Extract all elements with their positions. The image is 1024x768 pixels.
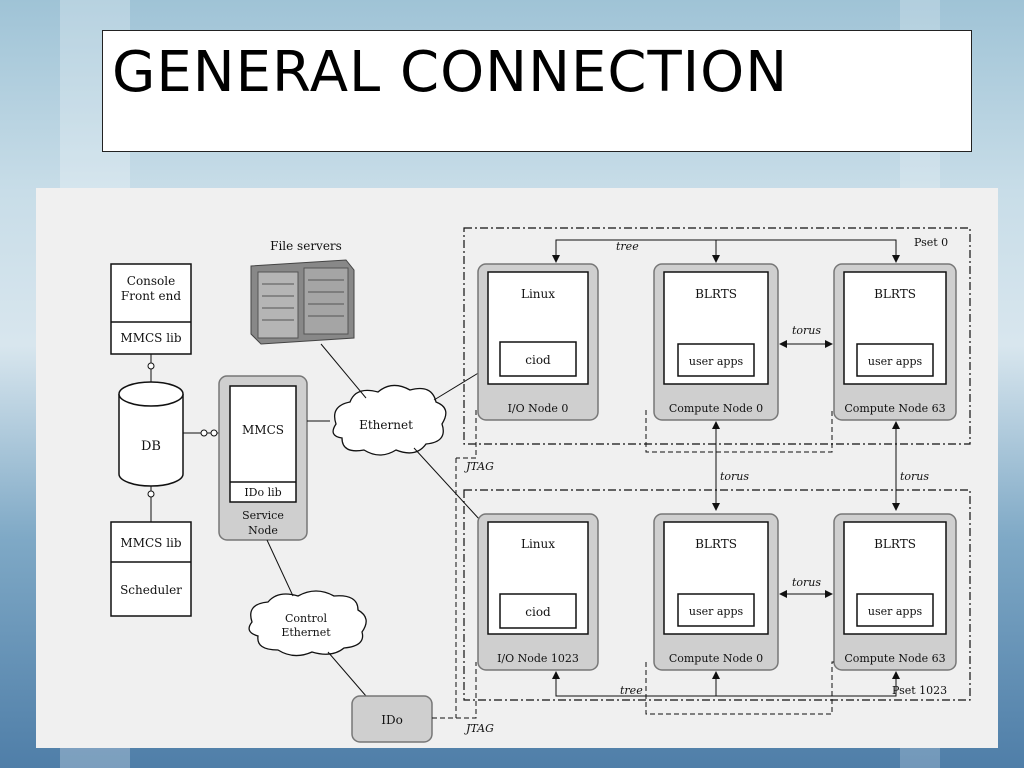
ethernet-io1023-link — [413, 447, 481, 521]
io-node-0-os: Linux — [521, 287, 555, 301]
jtag-dashed-top-left — [456, 410, 477, 459]
compute-node-0-top-os: BLRTS — [695, 287, 737, 301]
compute-node-63-bottom: BLRTS user apps Compute Node 63 — [833, 513, 957, 671]
io-node-0: Linux ciod I/O Node 0 — [477, 263, 599, 421]
control-ethernet-label-line2: Ethernet — [281, 626, 331, 639]
tree-bottom-label: tree — [620, 684, 643, 697]
compute-node-63-bottom-caption: Compute Node 63 — [844, 652, 945, 665]
control-ethernet-label-line1: Control — [285, 612, 327, 625]
jtag-top-label: JTAG — [464, 460, 494, 473]
compute-node-0-bottom-os: BLRTS — [695, 537, 737, 551]
ethernet-label: Ethernet — [359, 418, 413, 432]
io-node-0-inner: ciod — [525, 353, 551, 367]
io-node-1023-os: Linux — [521, 537, 555, 551]
tree-arrow-bottom-left — [552, 671, 716, 697]
ido-label: IDo — [381, 713, 403, 727]
compute-node-0-bottom: BLRTS user apps Compute Node 0 — [653, 513, 779, 671]
tree-arrow-top-right — [716, 239, 900, 263]
mmcs-lib-bottom-label: MMCS lib — [120, 536, 181, 550]
service-control-link — [266, 539, 294, 597]
tree-arrow-bottom-right — [716, 671, 900, 697]
jtag-dashed-bottom — [645, 661, 834, 715]
torus-vertical-right-label: torus — [900, 470, 929, 483]
compute-node-63-top: BLRTS user apps Compute Node 63 — [833, 263, 957, 421]
mmcs-lib-top-label: MMCS lib — [120, 331, 181, 345]
compute-node-0-bottom-inner: user apps — [689, 605, 744, 618]
compute-node-0-top-inner: user apps — [689, 355, 744, 368]
slide-title: GENERAL CONNECTION — [112, 40, 789, 105]
control-ethernet-cloud: Control Ethernet — [248, 590, 367, 657]
io-node-1023: Linux ciod I/O Node 1023 — [477, 513, 599, 671]
pset0-label: Pset 0 — [914, 236, 948, 249]
tree-arrow-top-left — [552, 239, 716, 263]
torus-top-label: torus — [792, 324, 821, 337]
ido-lib-label: IDo lib — [244, 486, 281, 499]
compute-node-0-bottom-caption: Compute Node 0 — [669, 652, 763, 665]
compute-node-63-bottom-os: BLRTS — [874, 537, 916, 551]
pset1023-frame — [463, 489, 971, 701]
control-ido-link — [327, 651, 367, 697]
scheduler-label: Scheduler — [120, 583, 182, 597]
mmcs-label: MMCS — [242, 423, 284, 437]
torus-bottom-label: torus — [792, 576, 821, 589]
connector-dot — [210, 429, 218, 437]
pset1023-label: Pset 1023 — [892, 684, 947, 697]
torus-vertical-left-label: torus — [720, 470, 749, 483]
fileservers-ethernet-link — [320, 343, 367, 399]
ido-box: IDo — [351, 695, 433, 743]
compute-node-63-bottom-inner: user apps — [868, 605, 923, 618]
connector-dot — [200, 429, 208, 437]
jtag-dashed-top — [645, 409, 834, 453]
file-servers-icon — [250, 259, 355, 345]
title-box — [102, 30, 972, 152]
ethernet-cloud: Ethernet — [332, 384, 447, 456]
connector-dot — [147, 362, 155, 370]
io-node-0-caption: I/O Node 0 — [508, 402, 569, 415]
ethernet-io0-link — [433, 371, 481, 401]
compute-node-0-top-caption: Compute Node 0 — [669, 402, 763, 415]
db-cylinder: DB — [118, 381, 184, 487]
jtag-bottom-label: JTAG — [464, 722, 494, 735]
tree-top-label: tree — [616, 240, 639, 253]
io-node-1023-caption: I/O Node 1023 — [497, 652, 579, 665]
compute-node-63-top-inner: user apps — [868, 355, 923, 368]
jtag-dashed-bottom-left — [432, 662, 477, 719]
compute-node-0-top: BLRTS user apps Compute Node 0 — [653, 263, 779, 421]
connector-dot — [147, 490, 155, 498]
pset0-frame — [463, 227, 971, 445]
compute-node-63-top-caption: Compute Node 63 — [844, 402, 945, 415]
io-node-1023-inner: ciod — [525, 605, 551, 619]
scheduler-box: MMCS lib Scheduler — [110, 521, 192, 617]
compute-node-63-top-os: BLRTS — [874, 287, 916, 301]
db-label: DB — [141, 439, 161, 454]
file-servers-label: File servers — [270, 239, 342, 253]
